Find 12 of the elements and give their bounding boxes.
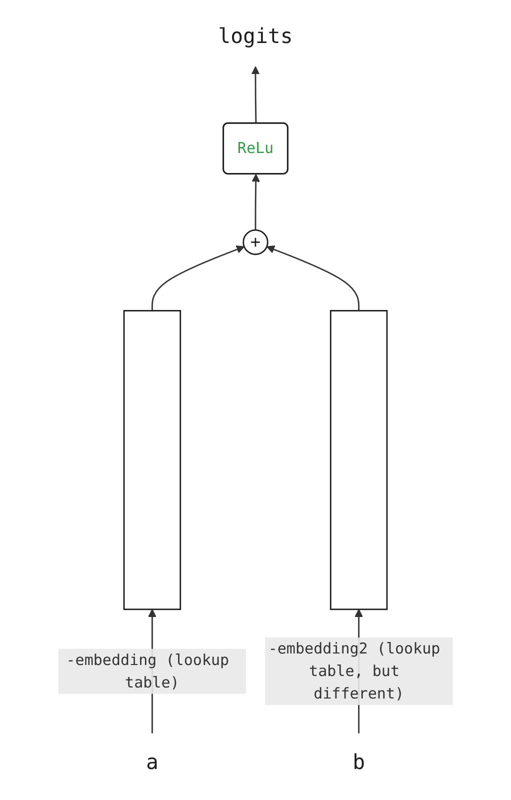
arrow <box>251 66 260 124</box>
edge-label: -embedding (lookup table) <box>66 650 230 692</box>
node-text: logits <box>218 25 293 49</box>
node-text: a <box>146 751 158 775</box>
node-bar <box>330 310 388 610</box>
arrow <box>266 246 360 311</box>
arrow <box>252 174 260 230</box>
node-text: b <box>352 751 366 775</box>
arrow <box>151 246 245 311</box>
node-circle: + <box>242 229 268 256</box>
node-bar <box>123 310 182 610</box>
edge-label: -embedding2 (lookup table, but different) <box>268 639 440 702</box>
